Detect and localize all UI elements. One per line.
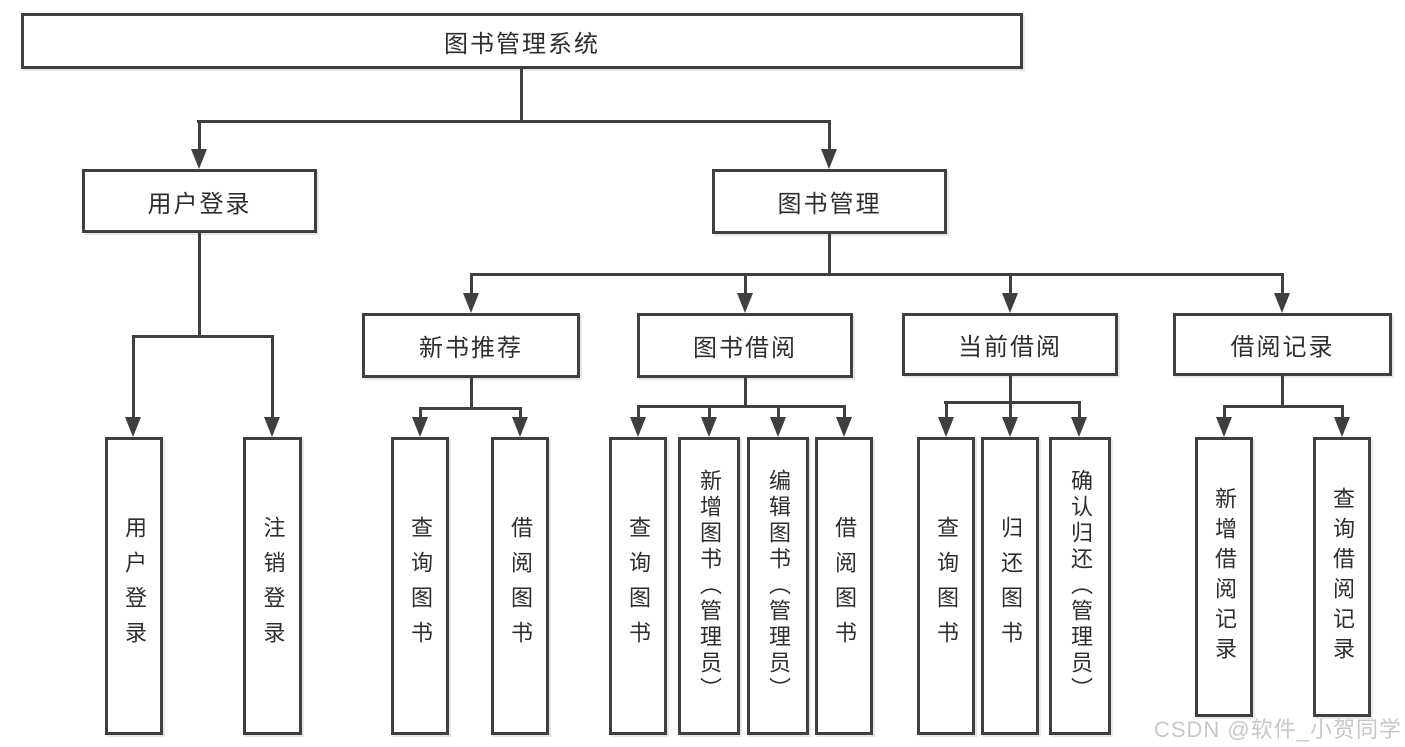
edge-line: [1009, 376, 1012, 401]
edge-line: [744, 378, 747, 405]
leaf-label: 查询借阅记录: [1330, 487, 1355, 667]
node-label: 借阅记录: [1230, 334, 1335, 361]
leaf-edit-books-admin: 编辑图书（管理员）: [747, 437, 809, 735]
edge-line: [132, 335, 274, 338]
edge-line: [1009, 401, 1012, 417]
csdn-watermark: CSDN @软件_小贺同学: [1153, 717, 1402, 742]
arrowhead-icon: [463, 293, 479, 313]
leaf-label: 查询图书: [408, 516, 433, 656]
edge-line: [419, 407, 422, 417]
leaf-borrow-books: 借阅图书: [815, 437, 873, 735]
edge-line: [637, 405, 640, 417]
edge-line: [470, 273, 473, 293]
node-borrow-records: 借阅记录: [1173, 313, 1392, 376]
arrowhead-icon: [1274, 293, 1290, 313]
arrowhead-icon: [821, 149, 837, 169]
edge-line: [520, 69, 523, 120]
edge-line: [777, 405, 780, 417]
node-user-login: 用户登录: [82, 169, 317, 233]
leaf-user-login: 用户登录: [105, 437, 163, 735]
leaf-label: 借阅图书: [832, 516, 857, 656]
leaf-add-books-admin: 新增图书（管理员）: [678, 437, 740, 735]
leaf-query-books-borrow: 查询图书: [609, 437, 667, 735]
node-book-management: 图书管理: [712, 169, 947, 234]
edge-line: [637, 405, 846, 408]
edge-line: [1009, 273, 1012, 293]
node-label: 新书推荐: [419, 335, 523, 362]
arrowhead-icon: [412, 417, 428, 437]
node-label: 图书管理系统: [444, 30, 600, 58]
leaf-label: 查询图书: [626, 516, 651, 656]
leaf-logout: 注销登录: [243, 437, 302, 735]
edge-line: [271, 335, 274, 417]
leaf-borrow-books-recommend: 借阅图书: [491, 437, 549, 735]
arrowhead-icon: [938, 417, 954, 437]
edge-line: [198, 233, 201, 335]
leaf-confirm-return-admin: 确认归还（管理员）: [1049, 437, 1111, 735]
leaf-label: 注销登录: [260, 516, 286, 656]
arrowhead-icon: [1002, 293, 1018, 313]
node-root-library-system: 图书管理系统: [21, 13, 1023, 69]
arrowhead-icon: [512, 417, 528, 437]
edge-line: [198, 120, 201, 149]
leaf-label: 确认归还（管理员）: [1068, 469, 1093, 703]
arrowhead-icon: [125, 417, 141, 437]
node-label: 当前借阅: [958, 334, 1062, 361]
edge-line: [1223, 405, 1226, 417]
edge-line: [1341, 405, 1344, 417]
edge-line: [132, 335, 135, 417]
leaf-label: 编辑图书（管理员）: [766, 469, 791, 703]
arrowhead-icon: [770, 417, 786, 437]
edge-line: [1078, 401, 1081, 417]
edge-line: [197, 120, 831, 123]
arrowhead-icon: [1216, 417, 1232, 437]
leaf-label: 查询图书: [934, 516, 959, 656]
edge-line: [945, 401, 948, 417]
edge-line: [1281, 376, 1284, 405]
edge-line: [1281, 273, 1284, 293]
leaf-label: 新增图书（管理员）: [697, 469, 722, 703]
leaf-add-borrow-record: 新增借阅记录: [1195, 437, 1253, 717]
arrowhead-icon: [836, 417, 852, 437]
leaf-label: 借阅图书: [508, 516, 533, 656]
edge-line: [828, 234, 831, 273]
leaf-query-borrow-record: 查询借阅记录: [1313, 437, 1371, 717]
arrowhead-icon: [1071, 417, 1087, 437]
node-new-book-recommend: 新书推荐: [362, 313, 580, 378]
edge-line: [708, 405, 711, 417]
arrowhead-icon: [701, 417, 717, 437]
node-label: 图书管理: [777, 191, 882, 218]
leaf-return-books: 归还图书: [981, 437, 1039, 735]
leaf-query-books-recommend: 查询图书: [391, 437, 449, 735]
arrowhead-icon: [737, 293, 753, 313]
leaf-query-books-current: 查询图书: [917, 437, 975, 735]
edge-line: [744, 273, 747, 293]
leaf-label: 用户登录: [122, 516, 147, 656]
edge-line: [843, 405, 846, 417]
node-label: 图书借阅: [693, 335, 797, 362]
node-current-borrow: 当前借阅: [902, 313, 1118, 376]
edge-line: [419, 407, 522, 410]
arrowhead-icon: [1002, 417, 1018, 437]
leaf-label: 归还图书: [998, 516, 1023, 656]
arrowhead-icon: [264, 417, 280, 437]
arrowhead-icon: [630, 417, 646, 437]
edge-line: [1223, 405, 1343, 408]
leaf-label: 新增借阅记录: [1212, 487, 1237, 667]
edge-line: [470, 273, 1283, 276]
edge-line: [828, 120, 831, 149]
node-book-borrow: 图书借阅: [637, 313, 853, 378]
edge-line: [519, 407, 522, 417]
edge-line: [470, 378, 473, 407]
arrowhead-icon: [191, 149, 207, 169]
node-label: 用户登录: [147, 190, 252, 218]
arrowhead-icon: [1334, 417, 1350, 437]
